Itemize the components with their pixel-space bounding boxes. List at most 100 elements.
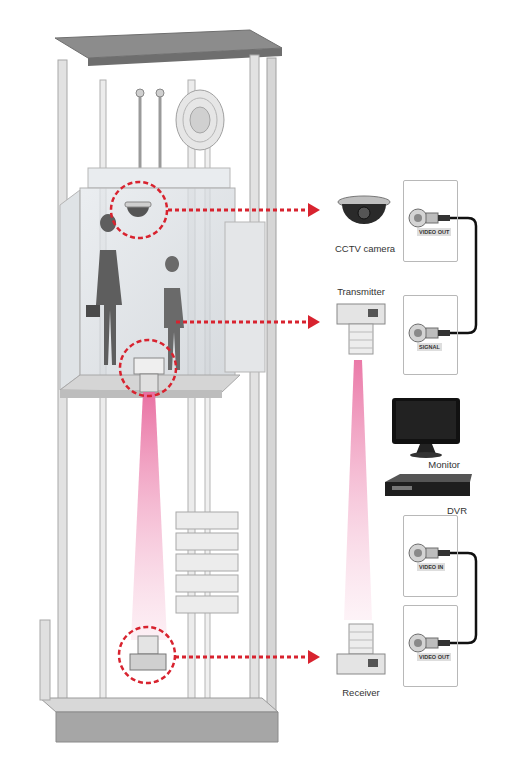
highlight-circle [120, 340, 176, 396]
cabin-door [225, 222, 265, 372]
counterweight-block [176, 596, 238, 613]
cable-boot [438, 330, 450, 336]
bnc-jack [409, 209, 427, 227]
bnc-plug [426, 548, 438, 558]
frame-post [267, 58, 276, 720]
counterweight-block [176, 533, 238, 550]
receiver-device: Receiver [326, 620, 396, 698]
bnc-pin [414, 549, 422, 557]
person-silhouette [164, 256, 184, 370]
device-art [337, 196, 472, 674]
cable [450, 217, 457, 220]
connector-panel: VIDEO OUT [403, 180, 458, 262]
port-label: VIDEO IN [417, 563, 445, 571]
pointer-head [308, 315, 320, 329]
receiver-port [368, 659, 378, 667]
monitor-screen [392, 398, 460, 444]
video-cable [458, 553, 476, 643]
video-cable [458, 218, 476, 333]
pointer-head [308, 650, 320, 664]
counterweight-block [176, 554, 238, 571]
pointer-head [308, 203, 320, 217]
receiver-lens [349, 624, 373, 654]
cabin-top [88, 168, 230, 188]
elevator-cabin [60, 168, 265, 670]
dome-camera [127, 206, 149, 217]
bnc-jack [409, 634, 427, 652]
bnc-connector [404, 181, 457, 261]
device-label: Transmitter [337, 286, 385, 297]
connector-panel: VIDEO OUT [403, 605, 458, 687]
counterweight-block [176, 575, 238, 592]
monitor-device: Monitor [390, 396, 468, 470]
lens-ridge [349, 632, 373, 633]
pointer-line [176, 321, 310, 324]
monitor-foot [410, 452, 442, 458]
counterweight-block [176, 512, 238, 529]
cable [450, 642, 457, 645]
transmitter-lens [140, 374, 158, 392]
port-label: VIDEO OUT [417, 228, 451, 236]
transmitter-body [134, 358, 164, 374]
pit-floor [40, 698, 278, 712]
monitor-glass [396, 401, 456, 439]
bnc-connector [404, 606, 457, 686]
dvr-top [385, 474, 472, 482]
transmitter-lens [349, 324, 373, 354]
cable-boot [438, 640, 450, 646]
camera-dome [342, 204, 386, 224]
lens-ridge [349, 340, 373, 341]
transmitter-port [368, 309, 378, 317]
bnc-plug [426, 638, 438, 648]
bnc-pin [414, 639, 422, 647]
highlight-circles [111, 182, 176, 683]
lens-ridge [349, 348, 373, 349]
receiver-lens [138, 636, 158, 654]
highlight-circle [111, 182, 167, 238]
cable-boot [438, 215, 450, 221]
pointer-line [168, 209, 310, 212]
elevator-shaft [40, 30, 282, 742]
cable-boot [438, 550, 450, 556]
rod-cap [156, 89, 164, 97]
cable [450, 552, 457, 555]
cabin-glass [80, 188, 235, 378]
bnc-connector [404, 296, 457, 374]
person-silhouette [96, 214, 122, 365]
connector-panel: SIGNAL [403, 295, 458, 375]
pit-wall [40, 620, 50, 700]
dome-camera-base [125, 202, 151, 207]
receiver-body [337, 654, 385, 674]
rod [139, 95, 142, 170]
bnc-jack [409, 544, 427, 562]
light-beam [131, 392, 167, 640]
bnc-connector [404, 516, 457, 596]
device-label: Receiver [342, 687, 380, 698]
connector-panel: VIDEO IN [403, 515, 458, 597]
port-label: SIGNAL [417, 343, 442, 351]
frame-post [250, 55, 259, 710]
pointer-line [175, 656, 310, 659]
dvr-front [385, 482, 470, 496]
bnc-pin [414, 329, 422, 337]
port-label: VIDEO OUT [417, 653, 451, 661]
rod-cap [136, 89, 144, 97]
dvr-display [392, 486, 412, 490]
lens-ridge [349, 640, 373, 641]
bnc-pin [414, 214, 422, 222]
bnc-plug [426, 328, 438, 338]
pulley [176, 90, 224, 150]
light-beam [344, 360, 372, 620]
cabin-floor [60, 375, 240, 392]
lens-ridge [349, 648, 373, 649]
device-label: Monitor [428, 459, 460, 470]
camera-lens [358, 207, 370, 219]
pulley-groove [183, 98, 217, 142]
bnc-jack [409, 324, 427, 342]
camera-device: CCTV camera [325, 190, 405, 254]
rod [159, 95, 162, 170]
cabin-side [60, 190, 80, 390]
receiver-body [130, 654, 166, 670]
dvr-device: DVR [385, 472, 475, 516]
transmitter-device: Transmitter [328, 286, 394, 360]
